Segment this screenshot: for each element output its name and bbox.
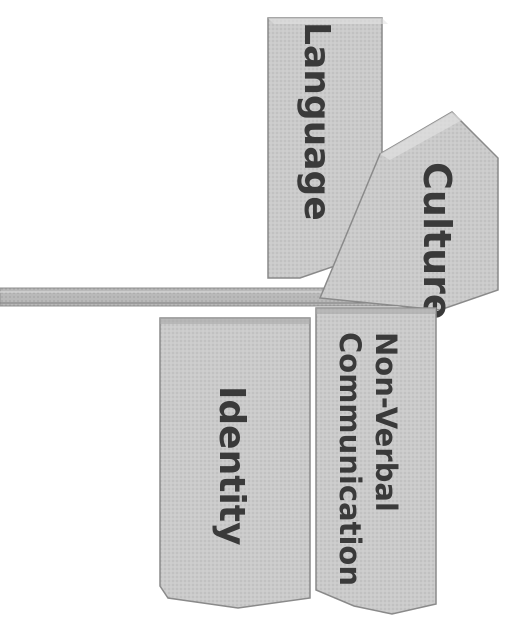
sign-nonverbal-communication: Non-Verbal Communication xyxy=(316,308,436,614)
sign-identity-label: Identity xyxy=(211,386,252,545)
sign-language-label: Language xyxy=(296,22,337,221)
sign-nonverbal-label-line1: Non-Verbal xyxy=(369,332,403,512)
sign-identity: Identity xyxy=(160,318,310,608)
sign-nonverbal-label-line2: Communication xyxy=(333,332,367,586)
sign-culture-label: Culture xyxy=(415,162,459,320)
